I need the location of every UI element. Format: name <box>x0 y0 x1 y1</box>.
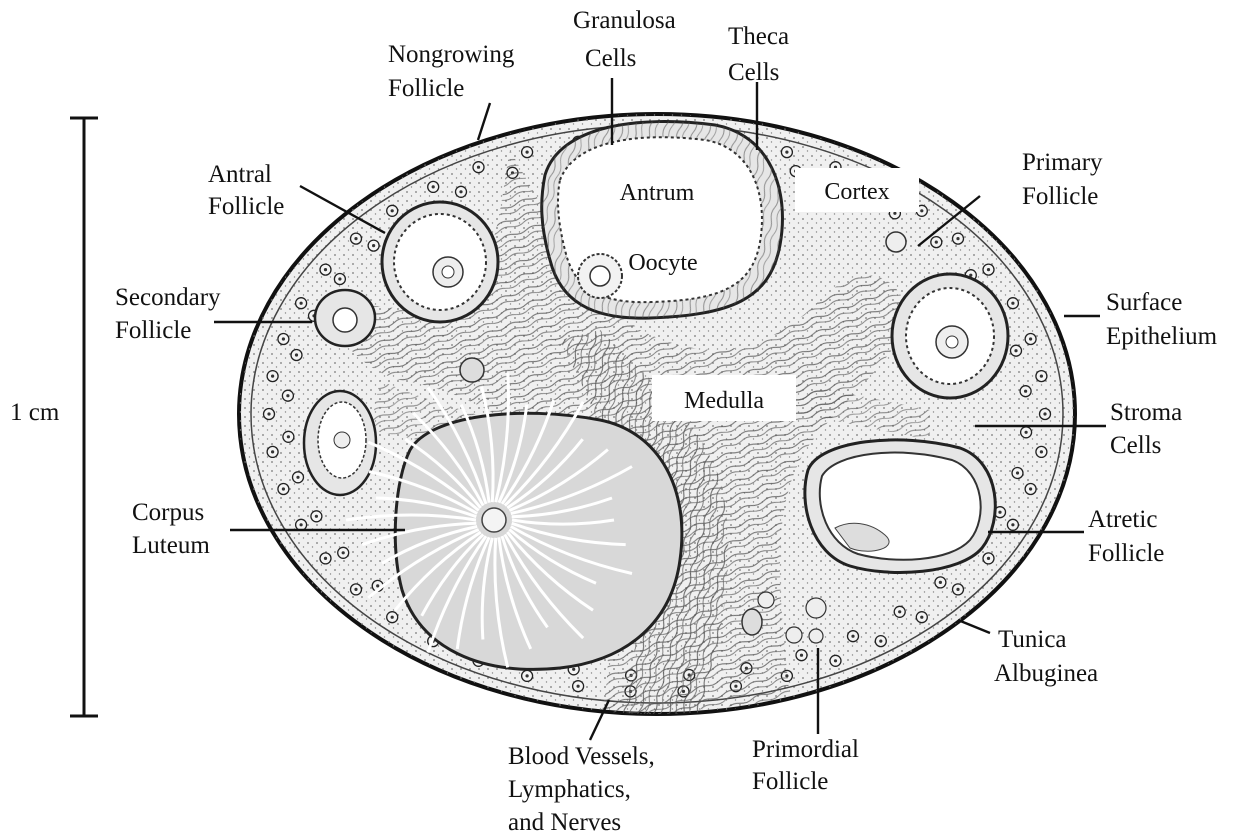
small-follicle-nucleus <box>879 640 882 643</box>
small-follicle-nucleus <box>939 581 942 584</box>
small-follicle-nucleus <box>391 616 394 619</box>
region-antrum: Antrum <box>620 180 695 206</box>
small-follicle-nucleus <box>1014 349 1017 352</box>
small-follicle-nucleus <box>271 375 274 378</box>
svg-text:Oocyte: Oocyte <box>628 250 697 276</box>
small-follicle-nucleus <box>296 476 299 479</box>
left-antral-follicle <box>304 391 376 495</box>
small-follicle-nucleus <box>282 487 285 490</box>
small-follicle-nucleus <box>526 674 529 677</box>
small-follicle-nucleus <box>300 302 303 305</box>
small-follicle-nucleus <box>287 435 290 438</box>
scale-bar-label: 1 cm <box>10 399 60 426</box>
small-follicle-nucleus <box>1011 302 1014 305</box>
secondary-follicle <box>315 290 375 346</box>
small-follicle-nucleus <box>800 654 803 657</box>
small-follicle-nucleus <box>300 523 303 526</box>
small-follicle-nucleus <box>935 241 938 244</box>
small-follicle-nucleus <box>1024 390 1027 393</box>
small-follicle-nucleus <box>898 610 901 613</box>
atretic-follicle <box>805 440 995 573</box>
small-follicle-nucleus <box>1011 523 1014 526</box>
label-stroma-cells: Stroma Cells <box>1110 399 1188 459</box>
small-follicle-nucleus <box>851 635 854 638</box>
small-follicle-nucleus <box>295 353 298 356</box>
label-nongrowing-follicle: Nongrowing Follicle <box>388 41 521 102</box>
small-follicle-nucleus <box>834 659 837 662</box>
small-follicle-nucleus <box>920 616 923 619</box>
scale-bar: 1 cm <box>10 118 98 716</box>
region-cortex: Cortex <box>795 168 919 212</box>
small-follicle-nucleus <box>354 237 357 240</box>
small-follicle-nucleus <box>572 668 575 671</box>
small-follicle-nucleus <box>893 212 896 215</box>
small-follicle-nucleus <box>956 588 959 591</box>
small-follicle-nucleus <box>1029 337 1032 340</box>
label-primary-follicle: Primary Follicle <box>1022 149 1109 210</box>
label-antral-follicle: Antral Follicle <box>208 161 284 220</box>
small-follicle-nucleus <box>338 277 341 280</box>
small-follicle-nucleus <box>391 209 394 212</box>
svg-text:Antrum: Antrum <box>620 180 695 206</box>
svg-text:Cortex: Cortex <box>824 179 889 205</box>
region-medulla: Medulla <box>652 375 796 421</box>
label-corpus-luteum: Corpus Luteum <box>132 499 210 559</box>
label-secondary-follicle: Secondary Follicle <box>115 284 227 344</box>
small-follicle-nucleus <box>1043 412 1046 415</box>
small-follicle-nucleus <box>324 557 327 560</box>
label-theca-cells: Theca Cells <box>728 23 795 86</box>
label-primordial-follicle: Primordial Follicle <box>752 736 865 795</box>
small-follicle-nucleus <box>324 268 327 271</box>
label-blood-vessels: Blood Vessels, Lymphatics, and Nerves <box>508 743 661 836</box>
small-follicle-nucleus <box>376 584 379 587</box>
small-follicle-nucleus <box>271 450 274 453</box>
small-follicle-nucleus <box>477 166 480 169</box>
small-follicle-nucleus <box>1016 471 1019 474</box>
small-follicle-nucleus <box>432 185 435 188</box>
region-oocyte: Oocyte <box>628 250 697 276</box>
label-atretic-follicle: Atretic Follicle <box>1088 506 1164 567</box>
label-tunica-albuginea: Tunica Albuginea <box>994 626 1098 687</box>
small-follicle-nucleus <box>267 412 270 415</box>
small-follicle-nucleus <box>372 244 375 247</box>
small-follicle-nucleus <box>998 511 1001 514</box>
small-follicle-nucleus <box>920 209 923 212</box>
small-follicle-nucleus <box>987 557 990 560</box>
small-follicle-nucleus <box>342 551 345 554</box>
small-follicle-nucleus <box>354 588 357 591</box>
large-antral-follicle <box>542 122 783 319</box>
small-follicle-nucleus <box>956 237 959 240</box>
small-follicle-nucleus <box>1029 487 1032 490</box>
antral-follicle <box>382 202 498 322</box>
small-follicle-nucleus <box>315 515 318 518</box>
small-follicle-nucleus <box>526 151 529 154</box>
small-follicle-nucleus <box>785 151 788 154</box>
right-antral-follicle <box>892 274 1008 398</box>
label-surface-epithelium: Surface Epithelium <box>1106 289 1218 350</box>
small-follicle-nucleus <box>282 337 285 340</box>
small-follicle-nucleus <box>987 268 990 271</box>
small-follicle-nucleus <box>286 394 289 397</box>
small-follicle-nucleus <box>577 685 580 688</box>
small-follicle-nucleus <box>459 190 462 193</box>
svg-text:Medulla: Medulla <box>684 388 764 414</box>
small-follicle-nucleus <box>1025 431 1028 434</box>
label-granulosa-cells: Granulosa Cells <box>573 7 682 72</box>
small-follicle-nucleus <box>1040 375 1043 378</box>
small-follicle-nucleus <box>1040 450 1043 453</box>
